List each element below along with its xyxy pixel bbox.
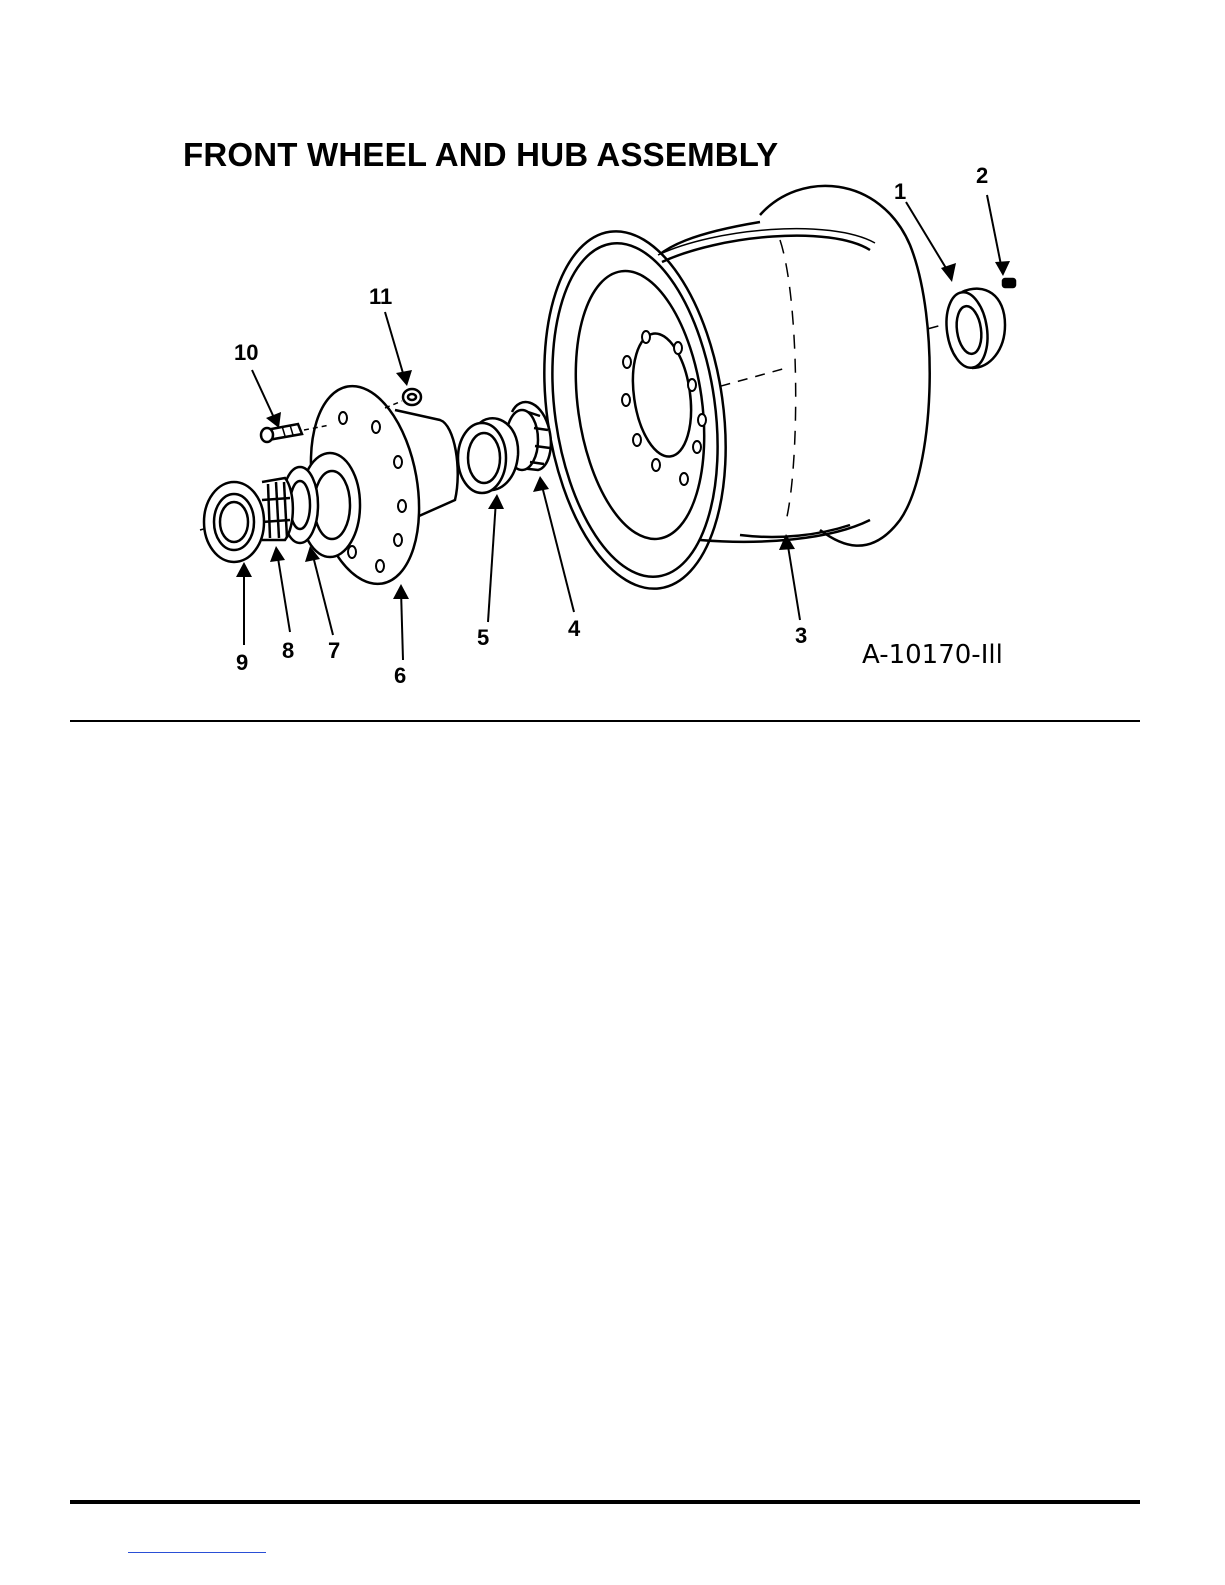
wheel-rim-part (523, 186, 930, 601)
figure-id: A-10170-Ill (862, 640, 1003, 670)
nut-part (385, 389, 421, 408)
hub-cap-part (942, 289, 1005, 371)
footer-rule (70, 1500, 1140, 1504)
callout-1: 1 (894, 179, 906, 204)
section-divider (70, 720, 1140, 722)
callout-9: 9 (236, 650, 248, 675)
footer-link-underline[interactable] (128, 1552, 266, 1553)
callout-11: 11 (369, 284, 392, 309)
screw-part (1003, 279, 1015, 287)
bearing-cup-part (458, 418, 518, 493)
callout-10: 10 (234, 340, 258, 365)
callout-2: 2 (976, 163, 988, 188)
callout-4: 4 (568, 616, 581, 641)
grease-seal-part (204, 482, 264, 562)
hub-part (296, 377, 457, 592)
inner-bearing-cone-part (262, 478, 293, 540)
callout-3: 3 (795, 623, 807, 648)
callout-8: 8 (282, 638, 294, 663)
callout-6: 6 (394, 663, 406, 688)
callout-7: 7 (328, 638, 340, 663)
callout-5: 5 (477, 625, 489, 650)
exploded-view-illustration: 1 2 3 4 5 6 7 8 9 10 11 (0, 0, 1225, 720)
